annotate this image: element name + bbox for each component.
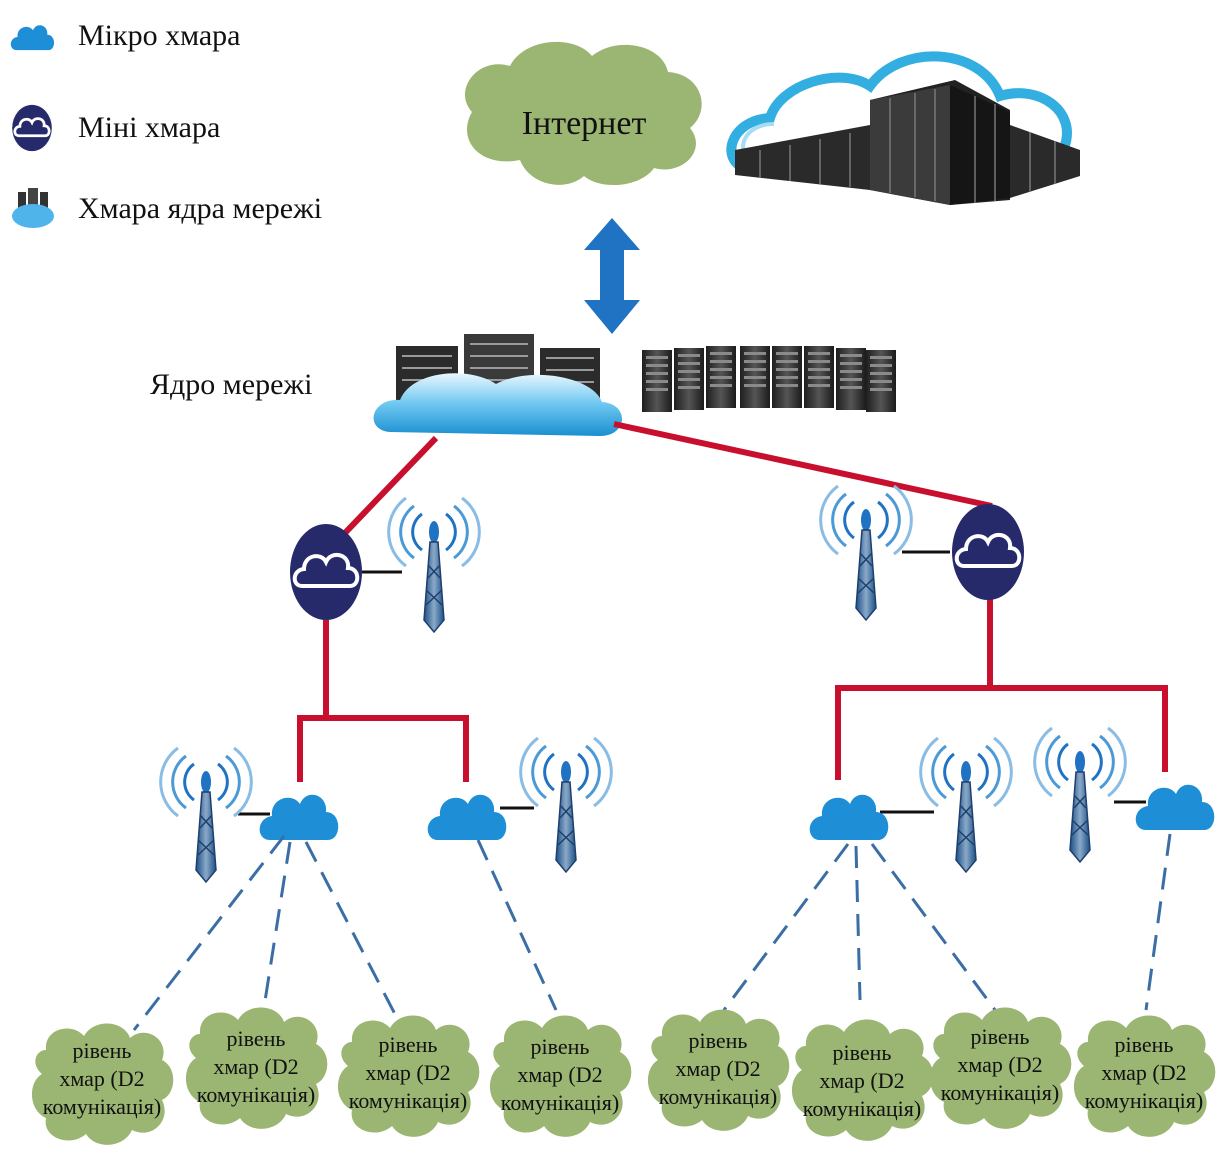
d2d-dashed-links	[132, 833, 1172, 1031]
antenna-tower-icon	[1033, 726, 1127, 864]
micro-cloud-icon	[10, 25, 55, 51]
legend: Мікро хмара Міні хмара Хмара ядра мережі	[10, 19, 322, 228]
d2d-bubble: рівень хмар (D2 комунікація)	[929, 1007, 1072, 1129]
svg-text:хмар (D2: хмар (D2	[1101, 1060, 1186, 1085]
svg-text:комунікація): комунікація)	[197, 1082, 315, 1107]
antenna-tower-icon	[519, 736, 613, 874]
d2d-bubble: рівень хмар (D2 комунікація)	[185, 1007, 328, 1129]
svg-text:рівень: рівень	[379, 1032, 438, 1057]
antenna-tower-icon	[919, 736, 1013, 874]
internet-cloud	[464, 41, 702, 186]
svg-text:рівень: рівень	[73, 1038, 132, 1063]
d2d-bubble: рівень хмар (D2 комунікація)	[337, 1015, 480, 1137]
antenna-tower-icon	[819, 484, 913, 622]
legend-label-micro: Мікро хмара	[78, 19, 241, 52]
d2d-bubble: рівень хмар (D2 комунікація)	[31, 1023, 174, 1145]
mini-cloud-icon	[12, 104, 52, 152]
svg-text:комунікація): комунікація)	[501, 1090, 619, 1115]
svg-text:хмар (D2: хмар (D2	[59, 1066, 144, 1091]
legend-label-core: Хмара ядра мережі	[78, 192, 322, 225]
svg-text:комунікація): комунікація)	[349, 1088, 467, 1113]
svg-text:рівень: рівень	[1115, 1032, 1174, 1057]
svg-text:комунікація): комунікація)	[803, 1096, 921, 1121]
micro-cloud-3	[809, 794, 889, 840]
antenna-tower-icon	[159, 746, 253, 884]
core-label: Ядро мережі	[150, 368, 312, 401]
svg-text:хмар (D2: хмар (D2	[819, 1068, 904, 1093]
internet-label: Інтернет	[522, 105, 647, 142]
svg-text:хмар (D2: хмар (D2	[957, 1052, 1042, 1077]
svg-text:комунікація): комунікація)	[43, 1094, 161, 1119]
svg-text:комунікація): комунікація)	[659, 1084, 777, 1109]
server-racks	[642, 346, 896, 412]
svg-text:хмар (D2: хмар (D2	[365, 1060, 450, 1085]
svg-text:рівень: рівень	[971, 1024, 1030, 1049]
svg-text:рівень: рівень	[833, 1040, 892, 1065]
mini-cloud-left	[288, 522, 364, 622]
micro-cloud-1	[259, 794, 339, 840]
svg-text:рівень: рівень	[689, 1028, 748, 1053]
svg-text:рівень: рівень	[531, 1034, 590, 1059]
network-links	[297, 421, 1168, 782]
svg-text:комунікація): комунікація)	[941, 1080, 1059, 1105]
svg-text:хмар (D2: хмар (D2	[213, 1054, 298, 1079]
d2d-bubble: рівень хмар (D2 комунікація)	[1073, 1015, 1216, 1137]
svg-text:рівень: рівень	[227, 1026, 286, 1051]
antenna-tower-icon	[387, 496, 481, 634]
antenna-connectors	[238, 550, 1146, 816]
core-cloud-icon	[12, 188, 54, 228]
svg-text:комунікація): комунікація)	[1085, 1088, 1203, 1113]
d2d-bubble: рівень хмар (D2 комунікація)	[647, 1009, 790, 1131]
legend-label-mini: Міні хмара	[78, 111, 220, 144]
micro-cloud-2	[427, 794, 507, 840]
svg-text:хмар (D2: хмар (D2	[517, 1062, 602, 1087]
bidirectional-arrow	[584, 218, 640, 334]
datacenter-cloud-image	[726, 51, 1080, 205]
d2d-bubble: рівень хмар (D2 комунікація)	[791, 1019, 934, 1141]
d2d-bubble: рівень хмар (D2 комунікація)	[489, 1015, 632, 1137]
svg-text:хмар (D2: хмар (D2	[675, 1056, 760, 1081]
core-cloud-servers	[373, 334, 623, 436]
mini-cloud-right	[950, 502, 1026, 602]
micro-cloud-4	[1135, 784, 1215, 830]
